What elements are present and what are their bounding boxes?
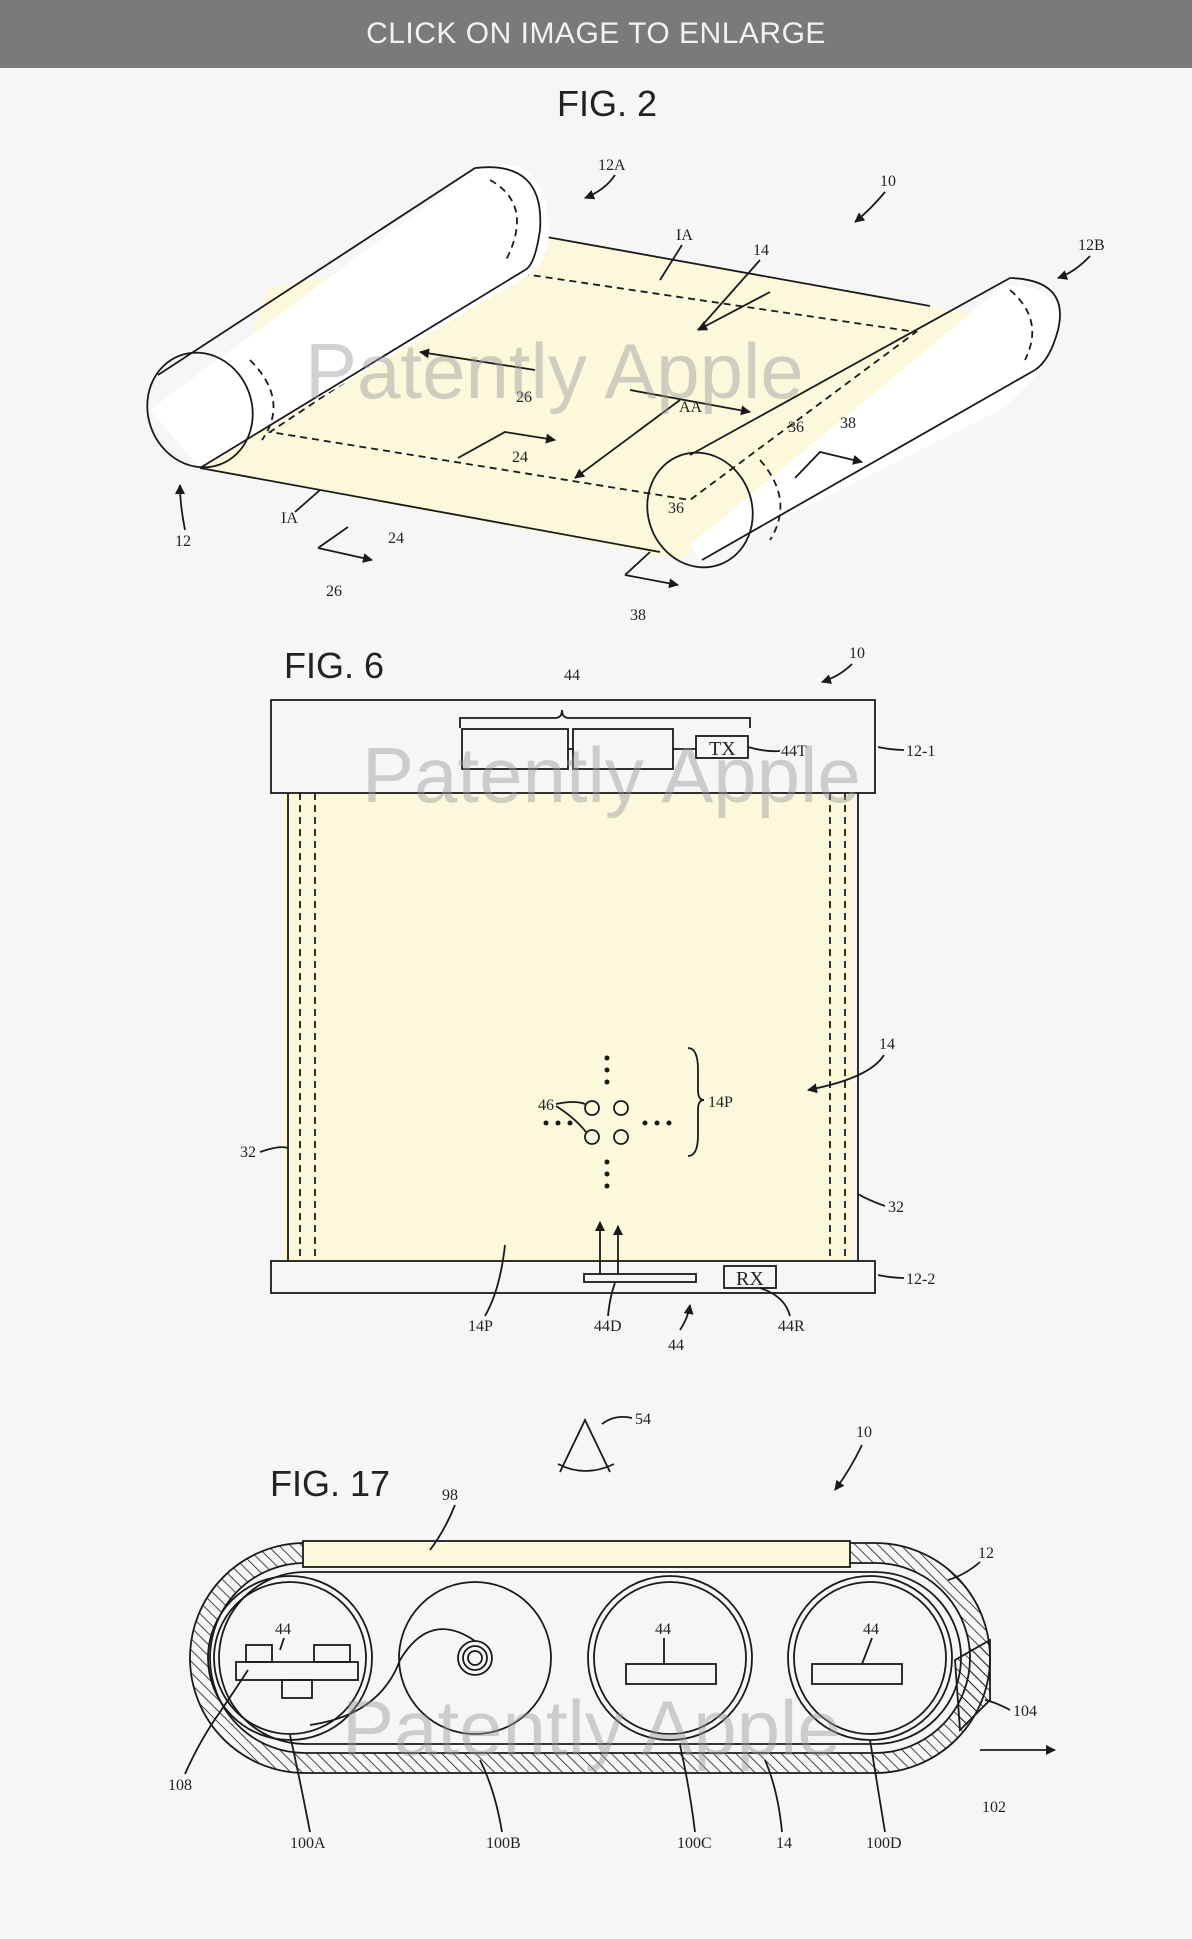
fig6-label-32-right: 32	[888, 1199, 904, 1216]
fig17-label-44d: 44	[863, 1621, 879, 1638]
fig2-label-12A: 12A	[598, 157, 626, 174]
fig17-label-100D: 100D	[866, 1835, 902, 1852]
fig6-housing-bottom	[271, 1261, 875, 1293]
fig17-label-108: 108	[168, 1777, 192, 1794]
fig6-label-10: 10	[849, 645, 865, 662]
fig17-watermark: Patently Apple	[342, 1684, 841, 1772]
fig6-diagram: FIG. 6 TX RX	[240, 645, 935, 1354]
fig2-label-36: 36	[788, 419, 804, 436]
fig2-label-12: 12	[175, 533, 191, 550]
fig6-rx-label: RX	[736, 1268, 764, 1290]
fig6-display-area	[282, 793, 854, 1261]
fig2-label-24b: 24	[388, 530, 404, 547]
fig2-label-26b: 26	[326, 583, 342, 600]
fig17-label-102: 102	[982, 1799, 1006, 1816]
fig17-label-98: 98	[442, 1487, 458, 1504]
fig6-label-44-bottom: 44	[668, 1337, 684, 1354]
fig17-label-12: 12	[978, 1545, 994, 1562]
fig2-label-38: 38	[840, 415, 856, 432]
fig2-label-14: 14	[753, 242, 769, 259]
fig6-detector-44D	[584, 1274, 696, 1282]
fig2-label-12B: 12B	[1078, 237, 1105, 254]
fig6-label-14P-bottom: 14P	[468, 1318, 493, 1335]
fig2-label-IA-top: IA	[676, 227, 693, 244]
fig17-display-98	[303, 1541, 850, 1567]
fig6-title: FIG. 6	[284, 645, 384, 686]
fig2-watermark: Patently Apple	[305, 327, 804, 415]
fig6-label-32-left: 32	[240, 1144, 256, 1161]
fig6-label-14P-right: 14P	[708, 1094, 733, 1111]
fig17-label-10: 10	[856, 1424, 872, 1441]
fig6-label-44: 44	[564, 667, 580, 684]
fig17-label-100C: 100C	[677, 1835, 712, 1852]
fig2-label-36b: 36	[668, 500, 684, 517]
fig17-label-44c: 44	[655, 1621, 671, 1638]
fig17-label-54: 54	[635, 1411, 651, 1428]
fig2-label-38b: 38	[630, 607, 646, 624]
fig17-label-100B: 100B	[486, 1835, 521, 1852]
fig6-label-44D: 44D	[594, 1318, 622, 1335]
fig6-label-46: 46	[538, 1097, 554, 1114]
fig2-label-24: 24	[512, 449, 528, 466]
fig17-label-14: 14	[776, 1835, 792, 1852]
fig17-label-104: 104	[1013, 1703, 1037, 1720]
fig6-label-44R: 44R	[778, 1318, 805, 1335]
fig2-diagram: FIG. 2	[131, 83, 1104, 624]
fig6-label-12-1: 12-1	[906, 743, 935, 760]
fig2-label-10: 10	[880, 173, 896, 190]
fig17-label-44a: 44	[275, 1621, 291, 1638]
fig2-title: FIG. 2	[557, 83, 657, 124]
fig6-label-12-2: 12-2	[906, 1271, 935, 1288]
fig17-viewer-54	[560, 1420, 610, 1472]
fig6-label-14: 14	[879, 1036, 895, 1053]
fig17-title: FIG. 17	[270, 1463, 390, 1504]
fig17-label-100A: 100A	[290, 1835, 326, 1852]
fig17-diagram: FIG. 17 54 10 98 1	[168, 1411, 1055, 1852]
fig6-watermark: Patently Apple	[362, 731, 861, 819]
